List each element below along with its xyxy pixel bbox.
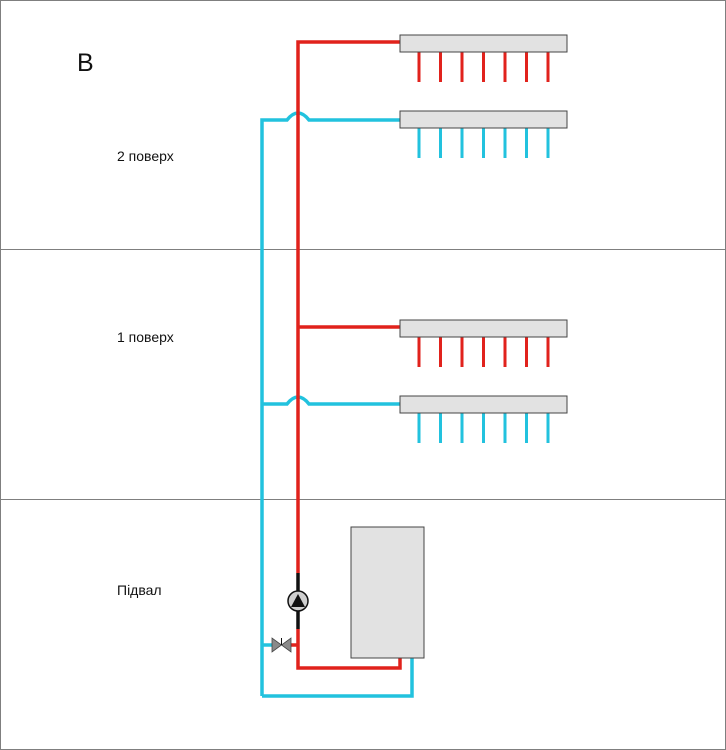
manifolds — [399, 34, 568, 414]
supply-boiler-line — [296, 629, 402, 670]
floor-label-basement: Підвал — [117, 582, 162, 598]
manifold-outlets — [417, 52, 550, 443]
manifold-return-floor-1 — [399, 395, 568, 414]
scheme-title: B — [77, 49, 94, 77]
manifold-return-floor-2 — [399, 110, 568, 129]
supply-pipework — [291, 40, 402, 670]
circulation-pump-icon — [287, 590, 309, 612]
manifold-supply-floor-2 — [399, 34, 568, 53]
floor-label-1: 1 поверх — [117, 329, 174, 345]
boiler-icon — [350, 526, 425, 659]
ball-valve-icon — [271, 637, 292, 653]
manifold-supply-floor-1 — [399, 319, 568, 338]
return-branch-floor-1 — [262, 395, 400, 406]
floor-label-2: 2 поверх — [117, 148, 174, 164]
return-boiler-line — [262, 658, 414, 698]
supply-riser — [296, 40, 400, 573]
